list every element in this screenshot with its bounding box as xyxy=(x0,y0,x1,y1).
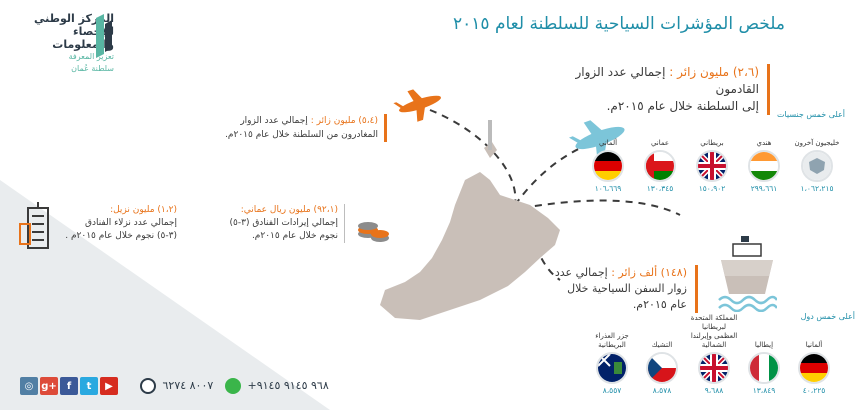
hotel-guests-block: (١،٢) مليون نزيل: إجمالي عدد نزلاء الفنا… xyxy=(27,204,177,243)
flag-label: جزر العذراء البريطانية xyxy=(595,332,629,349)
toll-free-phone[interactable]: ٨٠٠٧ ٦٢٧٤ xyxy=(140,378,213,394)
flag-item: المملكة المتحدة لبريطانيا العظمى وإيرلند… xyxy=(690,314,738,395)
background-triangle xyxy=(0,180,330,410)
departure-flight-path xyxy=(429,109,517,206)
flag-label: عماني xyxy=(650,139,670,147)
cruise-value: (١٤٨) ألف زائر : xyxy=(611,266,687,279)
uk-flag-icon xyxy=(698,352,730,384)
departure-plane-icon xyxy=(393,89,441,122)
logo-mark-icon xyxy=(96,14,112,58)
arrivals-block: (٢،٦) مليون زائر : إجمالي عدد الزوار الق… xyxy=(530,64,770,115)
flag-item: التشيك ٨،٥٧٨ xyxy=(638,330,686,395)
germany-flag-icon xyxy=(592,150,624,182)
flag-item: إيطاليا ١٣،٨٤٩ xyxy=(740,330,788,395)
whatsapp-number: +٩٦٨ ٩١٤٥ ٩١٤٥ xyxy=(247,379,329,392)
flag-value: ٢٩٩،٦٦١ xyxy=(750,184,778,193)
toll-free-number: ٨٠٠٧ ٦٢٧٤ xyxy=(162,379,214,392)
cruise-ship-icon xyxy=(718,236,777,312)
logo-country: سلطنة عُمان xyxy=(71,64,114,73)
flag-label: التشيك xyxy=(651,341,673,349)
arrivals-value: (٢،٦) مليون زائر : xyxy=(669,65,759,79)
flag-item: ألمانيا ٤٠،٢٢٥ xyxy=(790,330,838,395)
flag-value: ٩،٦٨٨ xyxy=(704,386,724,395)
whatsapp-icon xyxy=(225,378,241,394)
top-countries-title: أعلى خمس دول xyxy=(800,312,855,321)
logo-tagline: تعزيز المعرفة xyxy=(68,52,114,61)
page-title: ملخص المؤشرات السياحية للسلطنة لعام ٢٠١٥ xyxy=(453,14,785,34)
hotel-revenue-block: (٩٢،١) مليون ريال عماني: إجمالي إيرادات … xyxy=(205,204,345,243)
youtube-icon[interactable]: ▶ xyxy=(100,377,118,395)
flag-label: المملكة المتحدة لبريطانيا العظمى وإيرلند… xyxy=(690,314,738,349)
flag-label: إيطاليا xyxy=(754,341,774,349)
flag-item: هندي ٢٩٩،٦٦١ xyxy=(740,128,788,193)
instagram-icon[interactable]: ◎ xyxy=(20,377,38,395)
hotel-guests-text1: إجمالي عدد نزلاء الفنادق xyxy=(84,218,177,228)
flag-label: هندي xyxy=(756,139,772,147)
departures-text2: المغادرون من السلطنة خلال عام ٢٠١٥م. xyxy=(225,130,378,140)
departures-text1: إجمالي عدد الزوار xyxy=(240,116,308,126)
flag-value: ١٥٠،٩٠٢ xyxy=(698,184,726,193)
flag-value: ١٠٦،٦٦٩ xyxy=(594,184,622,193)
hotel-revenue-text1: إجمالي إيرادات الفنادق (٣-٥) xyxy=(229,218,339,228)
czech-flag-icon xyxy=(646,352,678,384)
flag-value: ١٣٠،٣٤٥ xyxy=(646,184,674,193)
flag-item: خليجيون آخرون ١،٠٦٢،٢١٥ xyxy=(793,128,841,193)
flag-label: ألماني xyxy=(598,139,618,147)
cruise-text1: إجمالي عدد xyxy=(554,266,608,279)
flag-value: ٨،٥٧٨ xyxy=(652,386,672,395)
gcc-flag-icon xyxy=(801,150,833,182)
flag-item: عماني ١٣٠،٣٤٥ xyxy=(636,128,684,193)
cruise-text3: عام ٢٠١٥م. xyxy=(632,298,687,311)
logo-line1: المركز الوطني xyxy=(34,12,114,25)
flag-value: ٤٠،٢٢٥ xyxy=(802,386,826,395)
coins-icon xyxy=(358,222,389,242)
hotel-guests-value: (١،٢) مليون نزيل: xyxy=(110,205,177,215)
departures-block: (٥،٤) مليون زائر : إجمالي عدد الزوار الم… xyxy=(217,114,387,142)
cruise-text2: زوار السفن السياحية خلال xyxy=(567,282,687,295)
arrivals-text1: إجمالي عدد الزوار القادمون xyxy=(575,65,759,96)
flag-value: ١٣،٨٤٩ xyxy=(752,386,776,395)
social-links: ▶ t f g+ ◎ xyxy=(20,377,118,395)
cruise-path xyxy=(521,199,681,216)
bvi-flag-icon xyxy=(596,352,628,384)
flag-label: بريطاني xyxy=(700,139,724,147)
uk-flag-icon xyxy=(696,150,728,182)
germany-flag-icon xyxy=(798,352,830,384)
twitter-icon[interactable]: t xyxy=(80,377,98,395)
hotel-building-icon xyxy=(19,202,49,249)
italy-flag-icon xyxy=(748,352,780,384)
flag-label: ألمانيا xyxy=(805,341,823,349)
hotel-revenue-text2: نجوم خلال عام ٢٠١٥م. xyxy=(251,231,338,241)
hotel-guests-text2: (٣-٥) نجوم خلال عام ٢٠١٥م . xyxy=(65,231,177,241)
cruise-block: (١٤٨) ألف زائر : إجمالي عدد زوار السفن ا… xyxy=(548,265,698,313)
flag-item: بريطاني ١٥٠،٩٠٢ xyxy=(688,128,736,193)
flag-label: خليجيون آخرون xyxy=(794,139,840,147)
hotel-revenue-value: (٩٢،١) مليون ريال عماني: xyxy=(240,205,338,215)
flag-value: ١،٠٦٢،٢١٥ xyxy=(800,184,834,193)
departures-value: (٥،٤) مليون زائر : xyxy=(310,116,378,126)
india-flag-icon xyxy=(748,150,780,182)
top-nationalities-title: أعلى خمس جنسيات xyxy=(776,110,845,119)
whatsapp-phone[interactable]: +٩٦٨ ٩١٤٥ ٩١٤٥ xyxy=(225,378,329,394)
arrivals-text2: إلى السلطنة خلال عام ٢٠١٥م. xyxy=(606,99,759,113)
arrival-flight-path xyxy=(514,139,601,206)
flag-item: جزر العذراء البريطانية ٨،٥٥٧ xyxy=(588,330,636,395)
googleplus-icon[interactable]: g+ xyxy=(40,377,58,395)
flag-item: ألماني ١٠٦،٦٦٩ xyxy=(584,128,632,193)
facebook-icon[interactable]: f xyxy=(60,377,78,395)
oman-flag-icon xyxy=(644,150,676,182)
flag-value: ٨،٥٥٧ xyxy=(602,386,622,395)
oman-map xyxy=(380,172,560,320)
phone-icon xyxy=(140,378,156,394)
